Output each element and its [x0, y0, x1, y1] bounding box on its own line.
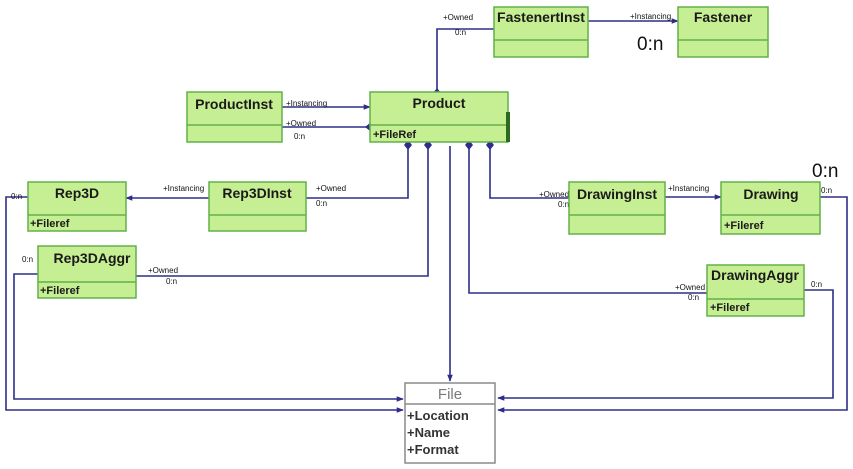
- edge-product-rep3daggr: [136, 146, 429, 277]
- label-multiplicity-large: 0:n: [637, 34, 663, 55]
- class-product[interactable]: Product +FileRef: [369, 91, 510, 143]
- class-name: DrawingInst: [577, 186, 657, 202]
- class-drawingaggr[interactable]: DrawingAggr +Fileref: [706, 264, 805, 317]
- class-drawinginst[interactable]: DrawingInst: [568, 181, 666, 235]
- attribute-location: +Location: [407, 408, 469, 423]
- label-owned: +Owned: [443, 13, 473, 22]
- edge-rep3daggr-file: [13, 273, 404, 402]
- label-owned: +Owned: [286, 119, 316, 128]
- label-multiplicity-large: 0:n: [812, 161, 838, 182]
- attribute-format: +Format: [407, 442, 459, 457]
- edge-drawingaggr-file: [497, 289, 834, 401]
- edge-product-rep3dinst: [306, 146, 409, 199]
- label-instancing: +Instancing: [286, 99, 327, 108]
- class-fastenerinst[interactable]: FastenertInst: [493, 6, 589, 58]
- attribute-fileref: +FileRef: [373, 129, 416, 141]
- label-multiplicity: 0:n: [22, 255, 33, 264]
- label-owned: +Owned: [316, 184, 346, 193]
- edge-rep3d-file: [5, 196, 404, 413]
- class-file[interactable]: File +Location +Name +Format: [404, 382, 496, 464]
- class-name: File: [438, 386, 462, 403]
- label-multiplicity: 0:n: [11, 192, 22, 201]
- label-owned: +Owned: [539, 190, 569, 199]
- attribute-fileref: +Fileref: [724, 220, 764, 232]
- attribute-name: +Name: [407, 425, 450, 440]
- label-multiplicity: 0:n: [821, 186, 832, 195]
- label-multiplicity: 0:n: [558, 200, 569, 209]
- class-name: ProductInst: [195, 96, 273, 112]
- label-owned: +Owned: [148, 266, 178, 275]
- class-name: Rep3DInst: [222, 185, 292, 201]
- label-multiplicity: 0:n: [455, 28, 466, 37]
- label-multiplicity: 0:n: [166, 277, 177, 286]
- label-multiplicity: 0:n: [294, 132, 305, 141]
- label-instancing: +Instancing: [163, 184, 204, 193]
- label-instancing: +Instancing: [630, 12, 671, 21]
- class-name: DrawingAggr: [711, 267, 799, 283]
- edge-drawing-file: [497, 196, 848, 413]
- attribute-fileref: +Fileref: [40, 285, 80, 297]
- class-name: Product: [413, 95, 466, 111]
- class-productinst[interactable]: ProductInst: [186, 91, 283, 143]
- edge-product-drawingaggr: [468, 146, 707, 294]
- class-name: Rep3D: [55, 185, 99, 201]
- label-instancing: +Instancing: [668, 184, 709, 193]
- attribute-fileref: +Fileref: [30, 218, 70, 230]
- edge-product-fastenerinst: [436, 28, 494, 92]
- class-fastener[interactable]: Fastener: [677, 6, 769, 58]
- label-owned: +Owned: [675, 283, 705, 292]
- class-name: Fastener: [694, 9, 753, 25]
- edge-product-drawinginst: [489, 146, 569, 199]
- class-drawing[interactable]: Drawing +Fileref: [720, 181, 821, 235]
- label-multiplicity: 0:n: [688, 293, 699, 302]
- class-rep3d[interactable]: Rep3D +Fileref: [27, 181, 127, 232]
- class-rep3daggr[interactable]: Rep3DAggr +Fileref: [37, 245, 137, 299]
- class-name: Rep3DAggr: [53, 250, 131, 266]
- class-rep3dinst[interactable]: Rep3DInst: [208, 181, 307, 232]
- label-multiplicity: 0:n: [811, 280, 822, 289]
- label-multiplicity: 0:n: [316, 199, 327, 208]
- class-name: FastenertInst: [497, 9, 585, 25]
- class-name: Drawing: [743, 186, 798, 202]
- attribute-fileref: +Fileref: [710, 302, 750, 314]
